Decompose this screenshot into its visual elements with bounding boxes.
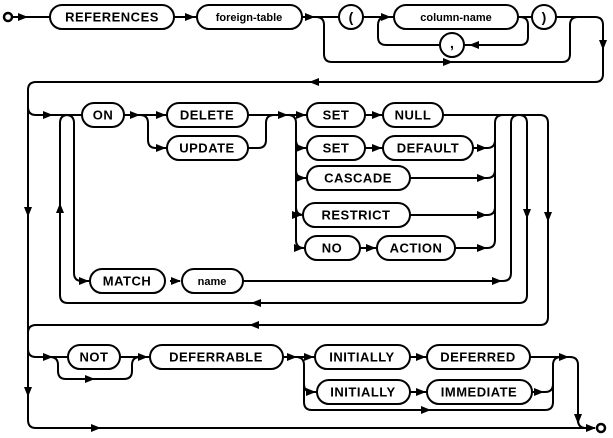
node-initially-1: INITIALLY <box>314 344 411 370</box>
node-close-paren-label: ) <box>542 9 547 25</box>
start-terminal-icon <box>2 11 14 23</box>
node-set-1: SET <box>306 102 366 128</box>
node-references: REFERENCES <box>49 4 175 30</box>
node-update: UPDATE <box>166 135 249 161</box>
node-match: MATCH <box>89 268 166 294</box>
node-initially-2-label: INITIALLY <box>330 385 395 400</box>
node-name: name <box>181 268 244 294</box>
node-cascade: CASCADE <box>306 165 411 191</box>
node-deferrable-label: DEFERRABLE <box>169 350 263 365</box>
node-null: NULL <box>382 102 444 128</box>
node-deferred-label: DEFERRED <box>440 350 516 365</box>
node-initially-2: INITIALLY <box>316 379 411 405</box>
node-delete: DELETE <box>166 102 249 128</box>
node-match-label: MATCH <box>103 274 151 289</box>
node-initially-1-label: INITIALLY <box>329 350 394 365</box>
node-name-label: name <box>198 276 227 288</box>
node-delete-label: DELETE <box>180 108 234 123</box>
node-restrict: RESTRICT <box>302 202 411 228</box>
node-column-name: column-name <box>393 4 519 30</box>
node-no-label: NO <box>322 241 343 256</box>
node-no: NO <box>304 235 361 261</box>
node-set-1-label: SET <box>323 108 350 123</box>
node-deferrable: DEFERRABLE <box>149 344 284 370</box>
node-restrict-label: RESTRICT <box>322 208 391 223</box>
node-column-name-label: column-name <box>420 12 492 24</box>
node-set-2: SET <box>306 135 366 161</box>
arrowheads <box>16 13 607 432</box>
node-not-label: NOT <box>80 350 109 365</box>
node-on-label: ON <box>93 108 114 123</box>
node-not: NOT <box>67 344 121 370</box>
node-foreign-table-label: foreign-table <box>216 12 283 24</box>
node-update-label: UPDATE <box>179 141 234 156</box>
node-on: ON <box>81 102 125 128</box>
node-immediate-label: IMMEDIATE <box>441 385 517 400</box>
node-close-paren: ) <box>531 4 557 30</box>
node-null-label: NULL <box>395 108 432 123</box>
node-set-2-label: SET <box>323 141 350 156</box>
node-comma: , <box>439 32 465 58</box>
end-terminal-icon <box>595 422 607 434</box>
node-deferred: DEFERRED <box>426 344 531 370</box>
node-comma-label: , <box>450 35 454 51</box>
node-immediate: IMMEDIATE <box>426 379 533 405</box>
node-cascade-label: CASCADE <box>324 171 392 186</box>
node-action: ACTION <box>376 235 456 261</box>
node-foreign-table: foreign-table <box>196 4 303 30</box>
node-default: DEFAULT <box>382 135 474 161</box>
node-references-label: REFERENCES <box>65 10 159 25</box>
node-open-paren: ( <box>338 4 364 30</box>
node-default-label: DEFAULT <box>397 141 459 156</box>
node-action-label: ACTION <box>390 241 443 256</box>
node-open-paren-label: ( <box>349 9 354 25</box>
